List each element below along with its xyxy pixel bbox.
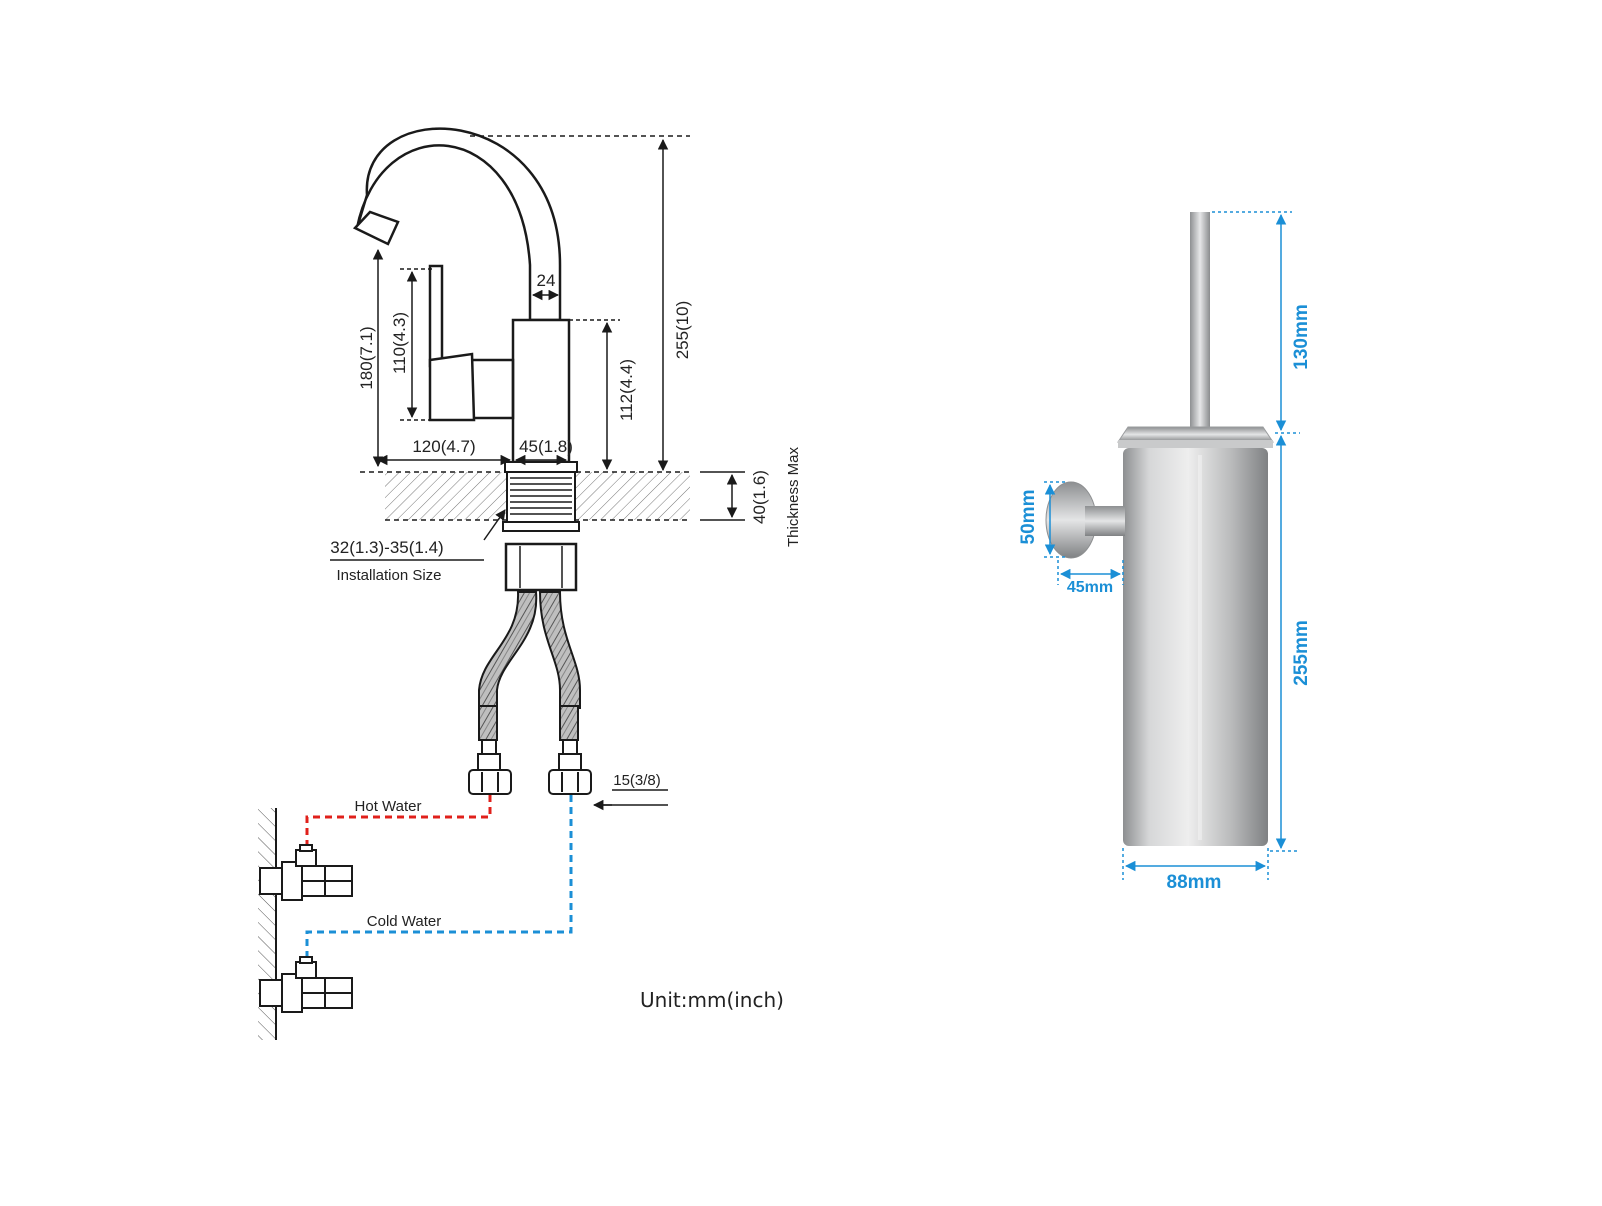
hot-hose-fitting <box>468 739 512 795</box>
cold-hose <box>538 591 581 709</box>
dim-spout-height-label: 180(7.1) <box>357 326 376 389</box>
faucet-spout-tip <box>352 210 400 246</box>
dim-mount-diameter-label: 50mm <box>1018 490 1039 545</box>
holder-dimensions <box>1044 211 1300 880</box>
cold-water-label: Cold Water <box>367 913 441 930</box>
hot-angle-valve <box>259 844 353 901</box>
dim-deck-thickness-label: 40(1.6) <box>750 470 769 524</box>
unit-label: Unit:mm(inch) <box>640 988 784 1012</box>
dim-handle-height-label: 110(4.3) <box>390 312 409 374</box>
shank-threads <box>510 477 572 515</box>
thickness-note-label: Thickness Max <box>785 446 802 547</box>
cold-water-line <box>305 795 573 960</box>
dim-body-diameter-label: 45(1.8) <box>519 437 573 456</box>
hot-hose <box>478 591 538 709</box>
faucet-body <box>511 318 571 464</box>
faucet-spout <box>355 127 562 322</box>
faucet-handle-joint <box>472 358 515 420</box>
installation-note-label: Installation Size <box>336 567 441 584</box>
wall-mount-arm <box>1085 506 1125 536</box>
mounting-nut <box>504 542 578 592</box>
dim-reach-label: 120(4.7) <box>412 437 475 456</box>
dim-handle-length-label: 130mm <box>1291 304 1312 370</box>
dim-total-height-label: 255(10) <box>673 301 692 360</box>
dim-body-height-label: 112(4.4) <box>617 359 636 421</box>
dim-canister-width-label: 88mm <box>1167 872 1222 893</box>
installation-size-label: 32(1.3)-35(1.4) <box>330 538 443 557</box>
brush-handle <box>1190 212 1210 440</box>
dim-canister-height-label: 255mm <box>1291 620 1312 686</box>
brush-holder-drawing: 130mm 255mm 50mm 45mm 88mm <box>1018 211 1312 893</box>
dim-spout-width-label: 24 <box>537 271 556 290</box>
faucet-handle-base <box>428 352 476 422</box>
holder-canister <box>1123 448 1268 846</box>
cold-angle-valve <box>259 956 353 1013</box>
hot-water-label: Hot Water <box>355 798 422 815</box>
connector-size-label: 15(3/8) <box>613 772 661 789</box>
hot-water-line <box>305 795 492 848</box>
faucet-base-flange <box>504 461 578 473</box>
dim-mount-depth-label: 45mm <box>1067 579 1113 596</box>
cold-hose-fitting <box>548 739 592 795</box>
faucet-drawing: 255(10) 180(7.1) 110(4.3) 112(4.4) 24 12… <box>258 127 802 1040</box>
holder-lid <box>1117 426 1274 443</box>
faucet-handle-lever <box>428 264 444 368</box>
faucet-dimensions <box>330 135 745 811</box>
